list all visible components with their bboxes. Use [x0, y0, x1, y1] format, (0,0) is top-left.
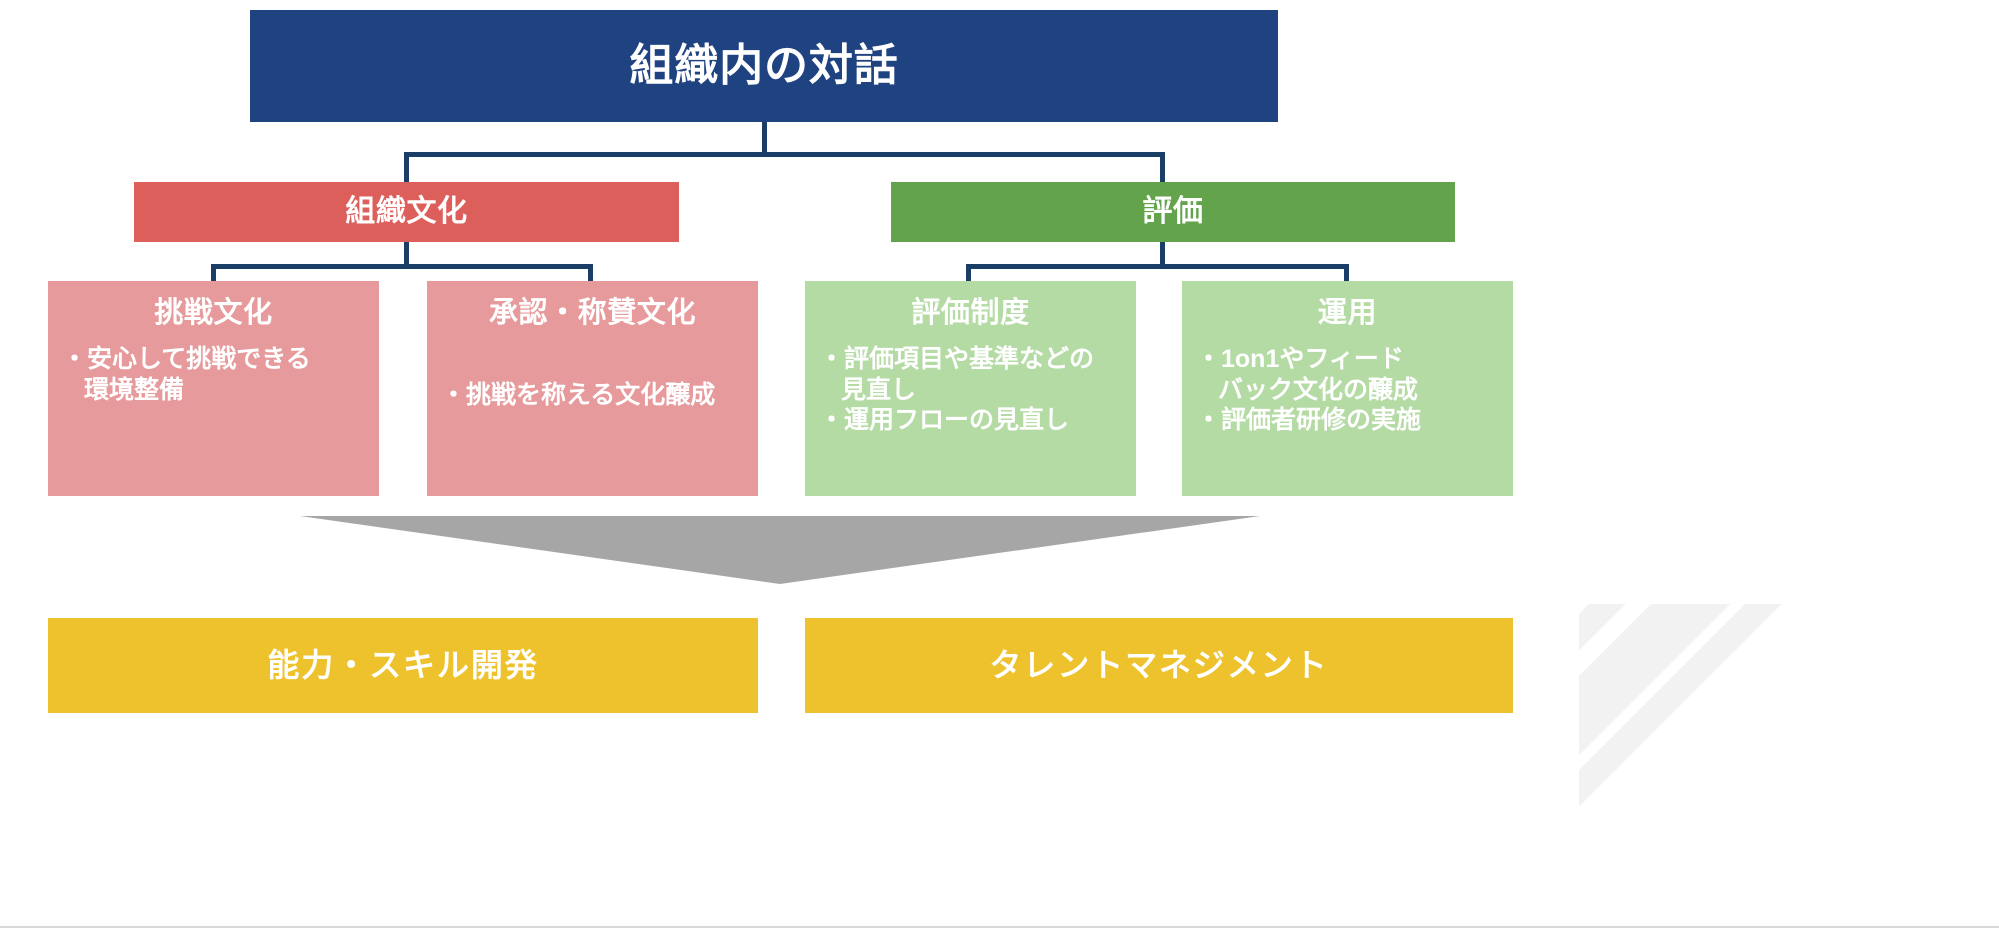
leaf-ops-bullet-1-line-2: バック文化の醸成 [1218, 375, 1419, 404]
connector-culture-stem [404, 242, 409, 267]
watermark-stripes [1579, 604, 1999, 934]
leaf-system-bullet-2-line-1: ・運用フローの見直し [819, 406, 1070, 435]
leaf-challenge-body: ・安心して挑戦できる 環境整備 [62, 344, 365, 405]
page-divider [0, 926, 1999, 928]
branch-node-culture-label: 組織文化 [345, 194, 468, 228]
connector-eval-stem [1160, 242, 1165, 267]
connector-to-system [966, 264, 971, 283]
branch-node-culture[interactable]: 組織文化 [134, 182, 679, 242]
leaf-challenge-title: 挑戦文化 [154, 297, 273, 329]
connector-to-ops [1344, 264, 1349, 283]
connector-to-praise [588, 264, 593, 283]
leaf-system-bullet-1-line-1: ・評価項目や基準などの [819, 345, 1095, 374]
connector-root-stem [762, 122, 767, 155]
root-node-dialogue[interactable]: 組織内の対話 [250, 10, 1278, 122]
leaf-system-body: ・評価項目や基準などの 見直し ・運用フローの見直し [819, 344, 1122, 436]
leaf-ops-body: ・1on1やフィード バック文化の醸成 ・評価者研修の実施 [1196, 344, 1499, 436]
connector-level2-bus [404, 152, 1165, 157]
outcome-skill-development-label: 能力・スキル開発 [267, 647, 539, 684]
leaf-system-title: 評価制度 [911, 297, 1030, 329]
branch-node-evaluation[interactable]: 評価 [891, 182, 1455, 242]
connector-to-eval [1160, 152, 1165, 184]
leaf-praise-body: ・挑戦を称える文化醸成 [441, 344, 744, 411]
outcome-box-skill-development[interactable]: 能力・スキル開発 [48, 618, 758, 713]
leaf-challenge-bullet-1-line-1: ・安心して挑戦できる [62, 345, 311, 374]
leaf-node-challenge-culture[interactable]: 挑戦文化 ・安心して挑戦できる 環境整備 [48, 281, 379, 496]
leaf-praise-title: 承認・称賛文化 [488, 297, 697, 329]
outcome-box-talent-management[interactable]: タレントマネジメント [805, 618, 1513, 713]
leaf-node-operations[interactable]: 運用 ・1on1やフィード バック文化の醸成 ・評価者研修の実施 [1182, 281, 1513, 496]
connector-to-culture [404, 152, 409, 184]
leaf-praise-bullet-1-line-1: ・挑戦を称える文化醸成 [441, 381, 716, 410]
leaf-ops-bullet-2-line-1: ・評価者研修の実施 [1196, 406, 1422, 435]
outcome-talent-management-label: タレントマネジメント [989, 647, 1329, 684]
leaf-ops-title: 運用 [1317, 297, 1378, 329]
connector-eval-bus [966, 264, 1349, 269]
leaf-node-praise-culture[interactable]: 承認・称賛文化 ・挑戦を称える文化醸成 [427, 281, 758, 496]
leaf-challenge-bullet-1-line-2: 環境整備 [84, 375, 185, 404]
connector-to-challenge [211, 264, 216, 283]
root-node-label: 組織内の対話 [629, 40, 899, 90]
branch-node-evaluation-label: 評価 [1142, 194, 1204, 228]
connector-culture-bus [211, 264, 593, 269]
leaf-ops-bullet-1-line-1: ・1on1やフィード [1196, 345, 1404, 374]
leaf-system-bullet-1-line-2: 見直し [841, 375, 917, 404]
down-arrow-icon [300, 516, 1260, 584]
leaf-node-evaluation-system[interactable]: 評価制度 ・評価項目や基準などの 見直し ・運用フローの見直し [805, 281, 1136, 496]
